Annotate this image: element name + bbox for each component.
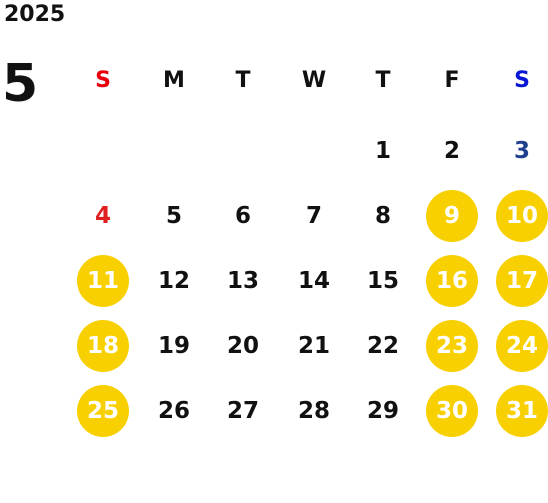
day-cell[interactable]: 21 <box>297 333 330 359</box>
weekday-header: S <box>514 67 530 93</box>
weekday-header: W <box>301 67 327 93</box>
day-cell[interactable]: 20 <box>226 333 259 359</box>
day-cell[interactable]: 13 <box>226 268 259 294</box>
weekday-header: T <box>235 67 251 93</box>
day-cell[interactable]: 28 <box>297 398 330 424</box>
day-cell[interactable]: 1 <box>374 138 391 164</box>
weekday-header: M <box>163 67 185 93</box>
day-cell[interactable]: 22 <box>366 333 399 359</box>
day-cell[interactable]: 14 <box>297 268 330 294</box>
day-cell[interactable]: 19 <box>157 333 190 359</box>
month-label: 5 <box>2 54 39 114</box>
day-cell[interactable]: 27 <box>226 398 259 424</box>
day-cell[interactable]: 6 <box>234 203 251 229</box>
day-cell[interactable]: 23 <box>426 320 478 372</box>
day-cell[interactable]: 5 <box>165 203 182 229</box>
day-cell[interactable]: 7 <box>305 203 322 229</box>
weekday-header: T <box>375 67 391 93</box>
day-cell[interactable]: 8 <box>374 203 391 229</box>
day-cell[interactable]: 16 <box>426 255 478 307</box>
day-cell[interactable]: 17 <box>496 255 548 307</box>
day-cell[interactable]: 25 <box>77 385 129 437</box>
day-cell[interactable]: 11 <box>77 255 129 307</box>
day-cell[interactable]: 2 <box>443 138 460 164</box>
day-cell[interactable]: 31 <box>496 385 548 437</box>
day-cell[interactable]: 18 <box>77 320 129 372</box>
day-cell[interactable]: 3 <box>513 138 530 164</box>
day-cell[interactable]: 9 <box>426 190 478 242</box>
day-cell[interactable]: 4 <box>94 203 111 229</box>
day-cell[interactable]: 24 <box>496 320 548 372</box>
day-cell[interactable]: 29 <box>366 398 399 424</box>
day-cell[interactable]: 10 <box>496 190 548 242</box>
day-cell[interactable]: 12 <box>157 268 190 294</box>
weekday-header: S <box>95 67 111 93</box>
weekday-header: F <box>444 67 460 93</box>
year-label: 2025 <box>4 2 66 27</box>
day-cell[interactable]: 30 <box>426 385 478 437</box>
day-cell[interactable]: 15 <box>366 268 399 294</box>
day-cell[interactable]: 26 <box>157 398 190 424</box>
